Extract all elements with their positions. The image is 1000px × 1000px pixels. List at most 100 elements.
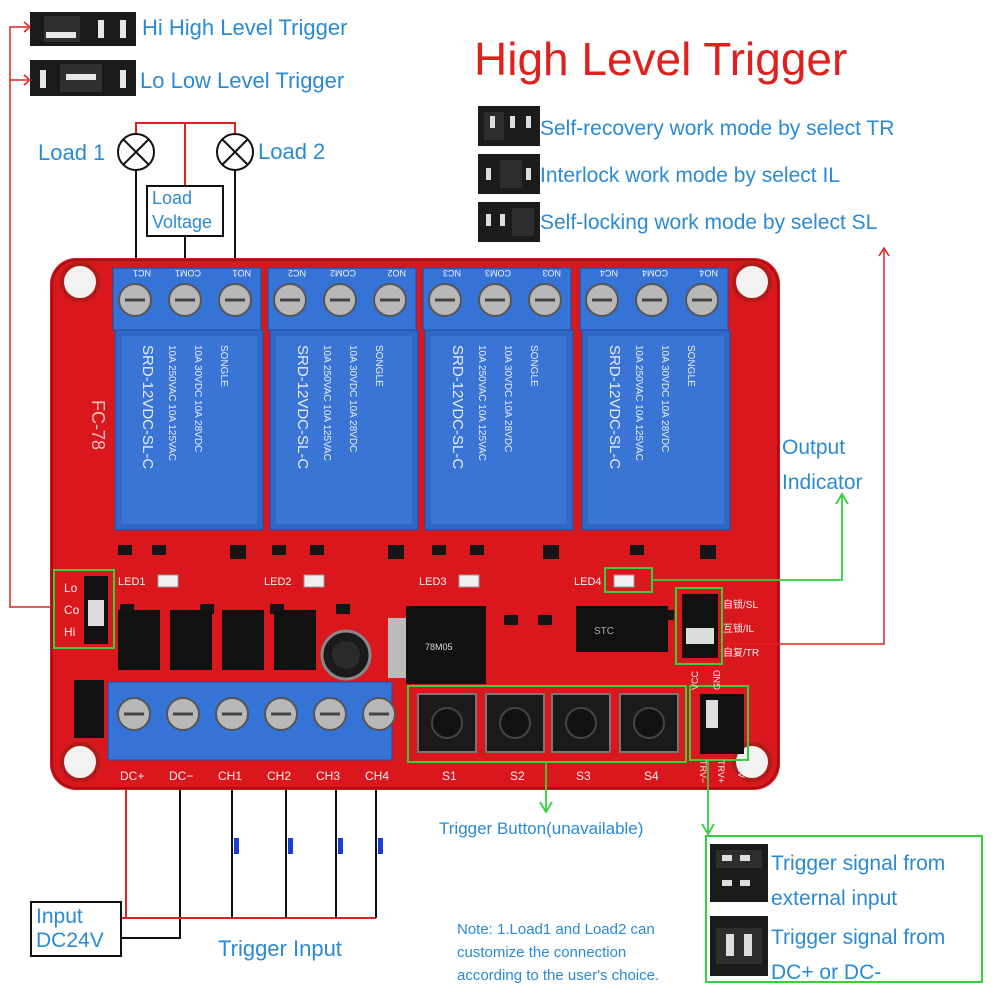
relay-text-0: SRD-12VDC-SL-C [139,345,156,469]
button-housing [619,693,679,753]
relay-text-2: 10A 30VDC 10A 28VDC [502,345,513,452]
led-1 [157,574,179,588]
terminal-label: NC1 [133,268,151,278]
relay-text-1: 10A 250VAC 10A 125VAC [166,345,177,461]
load-voltage-box [146,185,224,237]
load-voltage-line2: Voltage [152,212,213,232]
trv-minus-mark: TRV− [698,760,708,783]
co-mark: Co [64,603,80,617]
mode-header [682,594,718,658]
note-line1: Note: 1.Load1 and Load2 can [457,921,655,938]
jumper-hi-icon [30,12,136,46]
button-cap [499,707,531,739]
relay-text-0: SRD-12VDC-SL-C [606,345,623,469]
trigger-dc-label: Trigger signal from DC+ or DC- [771,920,945,990]
mode-il-icon [478,154,540,194]
mode-tr-label: Self-recovery work mode by select TR [540,117,895,140]
mcu-chip: STC [576,606,668,652]
input-terminal-label: DC− [169,769,193,783]
load-voltage-line1: Load [152,188,193,208]
mode-sl-label: Self-locking work mode by select SL [540,211,878,234]
input-wiring [122,790,377,939]
trigger-dc-jumper-icon [710,916,768,976]
trigger-dc-line1: Trigger signal from [771,926,946,949]
hi-trigger-label: Hi High Level Trigger [142,15,348,40]
input-terminal-block [107,681,393,761]
trigger-input-label: Trigger Input [218,936,342,961]
note-line2: customize the connection [457,944,627,961]
led-label-2: LED2 [264,576,292,588]
regulator-label: 78M05 [425,642,453,652]
user-note: Note: 1.Load1 and Load2 can customize th… [457,918,717,987]
relay-text-2: 10A 30VDC 10A 28VDC [192,345,203,452]
relay-face [588,336,724,524]
led-2 [303,574,325,588]
sl-mark: 自锁/SL [723,598,758,611]
input-terminal-label: CH4 [365,769,389,783]
mode-sl-icon [478,202,540,242]
trigger-external-line1: Trigger signal from [771,852,946,875]
board-model-label: FC-78 [88,400,108,450]
terminal-label: NC2 [288,268,306,278]
mode-il-label: Interlock work mode by select IL [540,164,840,187]
relay-face [121,336,257,524]
button-label: S2 [510,769,525,783]
lo-mark: Lo [64,581,78,595]
relay-face [276,336,412,524]
input-power-label: Input DC24V [36,905,104,953]
led-4 [613,574,635,588]
trigger-button-label: Trigger Button(unavailable) [439,819,644,838]
button-cap [633,707,665,739]
led-label-3: LED3 [419,576,447,588]
trigger-external-line2: external input [771,887,898,910]
relay-text-0: SRD-12VDC-SL-C [449,345,466,469]
hi-mark: Hi [64,625,75,639]
relay-text-3: SONGLE [218,345,229,387]
terminal-label: COM2 [330,268,356,278]
terminal-label: NC4 [600,268,618,278]
terminal-label: NO4 [699,268,718,278]
chip-label: STC [594,626,614,637]
input-terminal-label: DC+ [120,769,144,783]
level-arrow-lines [9,21,55,608]
relay-text-0: SRD-12VDC-SL-C [294,345,311,469]
relay-text-1: 10A 250VAC 10A 125VAC [633,345,644,461]
board-silkscreen: FC-78 Lo Co Hi 自锁/SL 互锁/IL 自复/TR VCC GND… [64,400,759,783]
terminal-label: COM3 [485,268,511,278]
load2-lamp-icon [216,133,254,171]
button-cap [565,707,597,739]
terminal-label: NC3 [443,268,461,278]
mode-arrow-line [722,246,890,645]
jumper-lo-icon [30,60,136,96]
button-label: S3 [576,769,591,783]
lo-trigger-label: Lo Low Level Trigger [140,68,345,93]
note-line3: according to the user's choice. [457,967,660,984]
trv-plus-mark: TRV+ [716,760,726,783]
load-voltage-label: Load Voltage [152,186,212,234]
load1-label: Load 1 [38,140,106,165]
gnd-mark: GND [712,670,722,691]
button-label: S4 [644,769,659,783]
led-label-4: LED4 [574,576,602,588]
smd-parts [118,545,716,625]
capacitor-icon [320,629,372,681]
trigger-switches [234,838,383,854]
vcc-mark: VCC [690,670,700,690]
tr-mark: 自复/TR [723,646,759,659]
lo-co-hi-header [74,576,108,738]
input-power-line1: Input [36,905,83,928]
input-terminal-label: CH2 [267,769,291,783]
load1-lamp-icon [117,133,155,171]
relay-text-3: SONGLE [373,345,384,387]
mode-tr-icon [478,106,540,146]
output-indicator-line1: Output [782,436,846,459]
trigger-external-label: Trigger signal from external input [771,846,945,916]
terminal-label: NO1 [232,268,251,278]
trigger-external-jumper-icon [710,844,768,902]
relay-text-3: SONGLE [685,345,696,387]
page-title: High Level Trigger [474,33,848,85]
terminal-label: COM4 [642,268,668,278]
